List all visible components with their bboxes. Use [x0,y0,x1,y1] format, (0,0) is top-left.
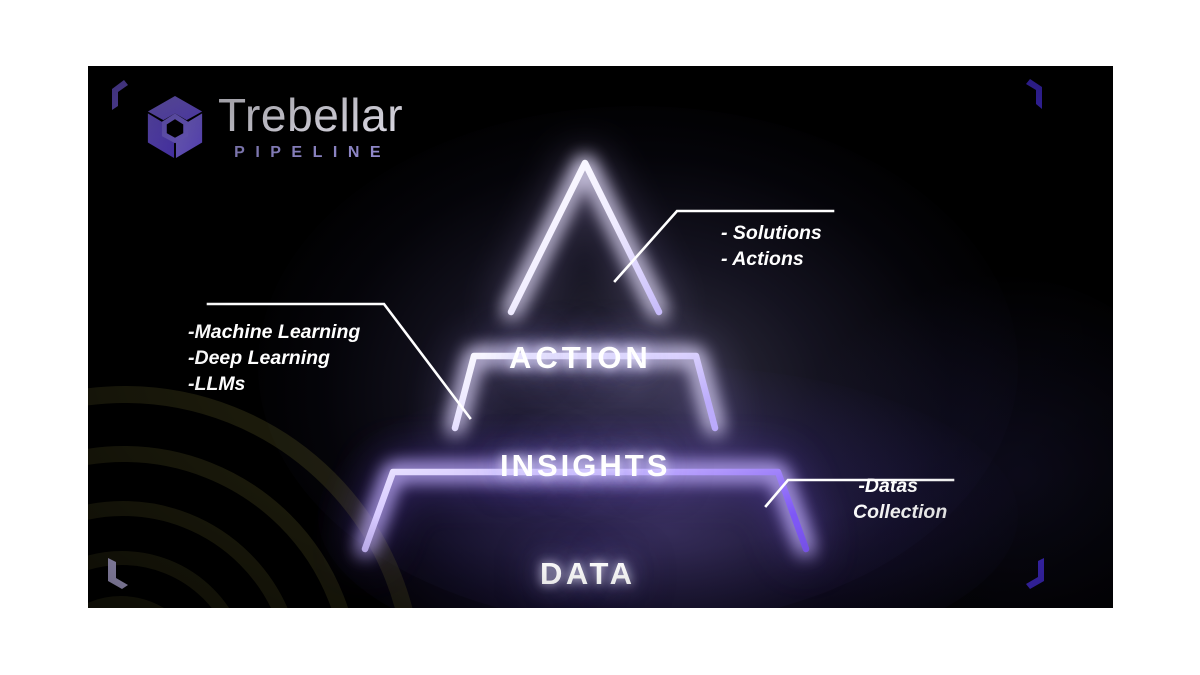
pyramid-tier-action [503,155,667,320]
tier-label-action: ACTION [509,340,652,375]
tier-label-insights: INSIGHTS [500,448,671,483]
annotation-data-text: -Datas Collection [853,475,948,523]
tier-label-data: DATA [540,556,636,591]
annotation-action-text: - Solutions - Actions [721,222,822,270]
annotation-insights-text: -Machine Learning -Deep Learning -LLMs [188,321,361,395]
dark-panel: Trebellar PIPELINE [88,66,1113,608]
